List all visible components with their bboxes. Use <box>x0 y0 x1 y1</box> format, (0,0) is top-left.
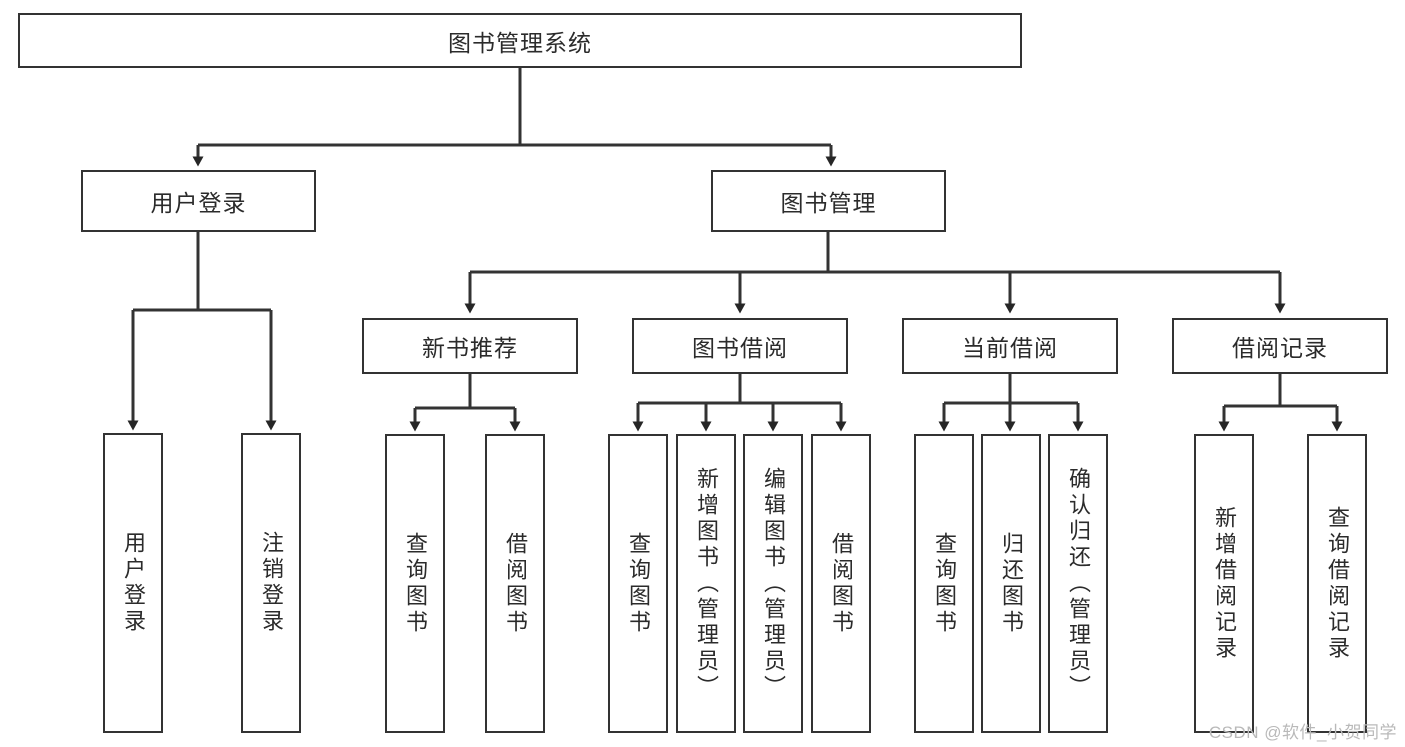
leaf-label: 查询借阅记录 <box>1325 505 1350 662</box>
node-borrow-record[interactable]: 借阅记录 <box>1172 318 1388 374</box>
leaf-label: 编辑图书（管理员） <box>761 466 786 701</box>
node-book-borrow[interactable]: 图书借阅 <box>632 318 848 374</box>
leaf-borrow-edit-book-admin[interactable]: 编辑图书（管理员） <box>743 434 803 733</box>
node-user-login[interactable]: 用户登录 <box>81 170 316 232</box>
node-root-label: 图书管理系统 <box>448 29 592 56</box>
leaf-label: 借阅图书 <box>829 531 854 636</box>
leaf-new-book-borrow[interactable]: 借阅图书 <box>485 434 545 733</box>
leaf-borrow-borrow-book[interactable]: 借阅图书 <box>811 434 871 733</box>
leaf-label: 确认归还（管理员） <box>1066 466 1091 701</box>
leaf-label: 注销登录 <box>259 531 284 635</box>
node-new-book-recommend[interactable]: 新书推荐 <box>362 318 578 374</box>
leaf-user-login-logout[interactable]: 注销登录 <box>241 433 301 733</box>
node-current-borrow[interactable]: 当前借阅 <box>902 318 1118 374</box>
csdn-watermark: CSDN @软件_小贺同学 <box>1208 723 1397 742</box>
node-borrow-record-label: 借阅记录 <box>1232 335 1328 361</box>
node-book-management-label: 图书管理 <box>780 190 877 216</box>
leaf-record-query[interactable]: 查询借阅记录 <box>1307 434 1367 733</box>
leaf-label: 借阅图书 <box>503 531 528 636</box>
leaf-label: 查询图书 <box>932 531 957 636</box>
leaf-label: 归还图书 <box>999 531 1024 636</box>
leaf-new-book-query[interactable]: 查询图书 <box>385 434 445 733</box>
leaf-borrow-add-book-admin[interactable]: 新增图书（管理员） <box>676 434 736 733</box>
leaf-label: 新增借阅记录 <box>1212 505 1237 662</box>
leaf-label: 新增图书（管理员） <box>694 466 719 701</box>
leaf-label: 查询图书 <box>626 531 651 636</box>
node-user-login-label: 用户登录 <box>150 190 247 216</box>
node-root[interactable]: 图书管理系统 <box>18 13 1022 68</box>
leaf-current-query-book[interactable]: 查询图书 <box>914 434 974 733</box>
leaf-current-return-book[interactable]: 归还图书 <box>981 434 1041 733</box>
node-book-borrow-label: 图书借阅 <box>692 335 788 361</box>
leaf-user-login-login[interactable]: 用户登录 <box>103 433 163 733</box>
leaf-record-add[interactable]: 新增借阅记录 <box>1194 434 1254 733</box>
node-book-management[interactable]: 图书管理 <box>711 170 946 232</box>
node-current-borrow-label: 当前借阅 <box>962 335 1058 361</box>
leaf-borrow-query-book[interactable]: 查询图书 <box>608 434 668 733</box>
leaf-label: 查询图书 <box>403 531 428 636</box>
leaf-label: 用户登录 <box>121 531 146 635</box>
node-new-book-recommend-label: 新书推荐 <box>422 335 518 361</box>
leaf-current-confirm-return-admin[interactable]: 确认归还（管理员） <box>1048 434 1108 733</box>
